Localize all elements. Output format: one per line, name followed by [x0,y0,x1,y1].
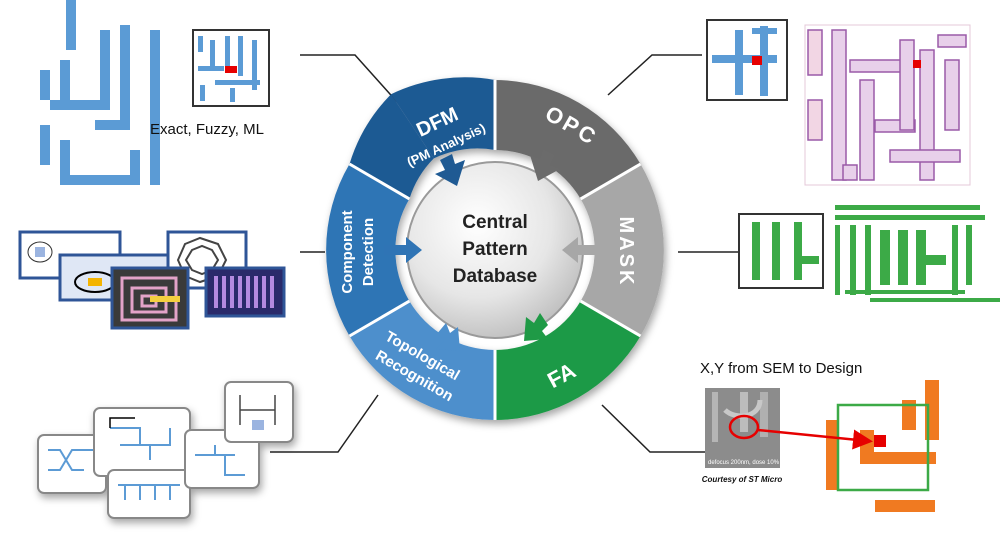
opc-highlight [913,60,921,68]
opc-pattern-thumbnail [706,19,788,101]
arrow-fa-icon [524,313,548,341]
mask-pattern-thumbnail [738,213,824,289]
dfm-pattern-thumbnail [192,29,270,107]
hub-line-1: Central [462,212,527,233]
hub-arrows [384,149,600,351]
segment-mask-title: MASK [615,217,637,288]
segment-dfm-left[interactable] [349,94,434,199]
arrow-opc-icon [530,149,560,181]
fa-design-layout [826,380,939,512]
hub-line-3: Database [453,266,538,287]
segment-component[interactable] [326,164,410,336]
dfm-pattern-large [40,0,160,185]
segment-dividers [348,80,642,420]
arrow-component-icon [384,237,422,263]
segment-topological[interactable] [349,301,496,420]
sem-note: defocus 200nm, dose 10% [708,460,780,466]
topology-schematics [37,381,294,519]
segment-mask[interactable] [580,164,664,336]
process-ring [326,77,664,420]
component-screenshots [18,230,286,330]
segment-dfm[interactable] [391,77,495,159]
connector-lines [270,54,738,453]
opc-layout-corrected [804,24,971,186]
courtesy-label: Courtesy of ST Micro [702,475,783,484]
arrow-mask-icon [562,237,600,263]
hub-line-2: Pattern [462,239,527,260]
segment-component-line-2: Detection [360,218,377,286]
sem-to-design-arrow [757,428,873,450]
segment-fa[interactable] [495,301,641,420]
arrow-topological-icon [436,323,460,351]
fa-caption: X,Y from SEM to Design [700,360,863,377]
segment-component-line-1: Component [339,210,356,293]
segment-opc[interactable] [495,80,641,199]
sem-image [705,388,780,468]
arrow-dfm-icon [435,154,465,186]
mask-layout-fractured [835,205,1000,302]
dfm-methods-caption: Exact, Fuzzy, ML [150,121,264,138]
